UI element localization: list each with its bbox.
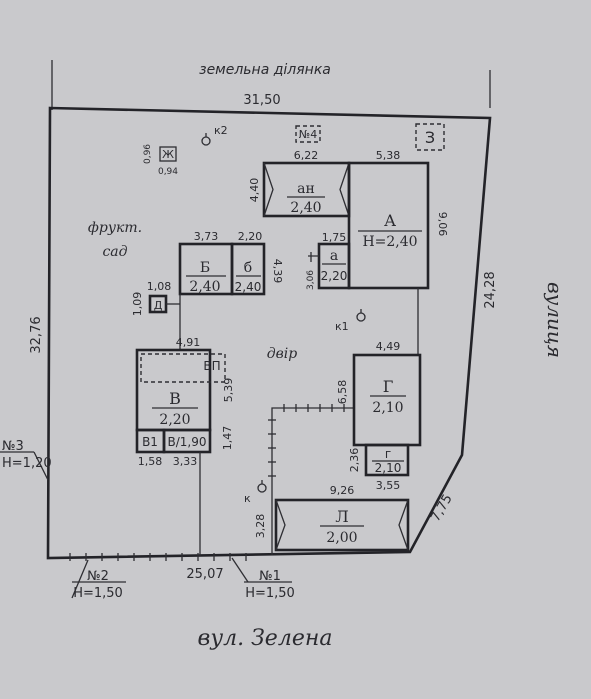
- building-v-name: В: [169, 389, 181, 408]
- building-v-height: 2,20: [159, 412, 190, 428]
- well-k1-icon: [356, 312, 366, 322]
- structure-z: [415, 123, 445, 151]
- well-k1-label: к1: [335, 320, 349, 333]
- building-vb-width: 3,33: [173, 455, 198, 468]
- structure-d-depth: 1,09: [131, 292, 144, 317]
- building-b-small-depth: 4,39: [271, 259, 284, 284]
- building-an-width: 6,22: [294, 149, 319, 162]
- dim-top: 31,50: [243, 93, 280, 108]
- building-an-name: ан: [297, 181, 315, 197]
- building-v-cellar: [140, 353, 226, 383]
- building-an-depth: 4,40: [248, 178, 261, 203]
- gate-2-number: №2: [87, 569, 109, 584]
- building-g-small-name: г: [385, 447, 391, 461]
- building-a-name: А: [384, 211, 396, 230]
- building-an-hatch: [263, 162, 350, 217]
- gate-3-leader: [33, 451, 49, 481]
- building-v-cellar-label: ВП: [203, 359, 220, 373]
- structure-d-width: 1,08: [147, 280, 172, 293]
- building-l-name: Л: [335, 507, 348, 526]
- dim-corner: 7,75: [428, 492, 455, 525]
- gate-2-leader: [71, 559, 89, 599]
- street-fence-ticks: [69, 553, 247, 561]
- building-g-depth: 6,58: [336, 380, 349, 405]
- dim-left: 32,76: [29, 316, 44, 353]
- building-b-small-name: б: [244, 260, 252, 276]
- building-v-depth: 5,39: [222, 378, 235, 403]
- building-b-big-height: 2,40: [189, 279, 220, 295]
- building-g-small-width: 3,55: [376, 479, 401, 492]
- building-vb-name: В/1,90: [168, 435, 207, 449]
- gate-3-number: №3: [2, 439, 24, 454]
- building-l-depth: 3,28: [254, 514, 267, 539]
- top-neighbor-label: земельна ділянка: [199, 62, 331, 78]
- structure-d-label: Д: [154, 299, 163, 312]
- fence-dim-147: 1,47: [221, 426, 234, 451]
- building-b-big-name: Б: [200, 260, 210, 276]
- building-g-small: [364, 443, 410, 477]
- zh-width: 0,94: [158, 167, 178, 177]
- building-a-height: Н=2,40: [362, 234, 417, 250]
- garden-label-2: сад: [102, 244, 127, 260]
- building-vb: [162, 428, 212, 454]
- building-g-name: Г: [383, 377, 394, 396]
- building-l-width: 9,26: [330, 484, 355, 497]
- building-a-width: 5,38: [376, 149, 401, 162]
- building-a-annex-width: 1,75: [322, 231, 347, 244]
- building-b-small: [230, 242, 266, 296]
- building-g-height: 2,10: [372, 400, 403, 416]
- well-k2-label: к2: [214, 124, 228, 137]
- gate-1-leader: [231, 557, 249, 583]
- structure-n4: [295, 125, 321, 143]
- structure-zh-label: Ж: [162, 148, 174, 161]
- gate-1-height: Н=1,50: [245, 586, 295, 601]
- building-v1-width: 1,58: [138, 455, 163, 468]
- building-g-small-depth: 2,36: [348, 448, 361, 473]
- yard-label: двір: [267, 346, 297, 362]
- well-k-label: к: [244, 492, 251, 505]
- building-a-annex-depth: 3,06: [306, 270, 316, 290]
- gate-2-height: Н=1,50: [73, 586, 123, 601]
- building-a-depth: 9,06: [436, 212, 449, 237]
- gate-3-height: Н=1,20: [2, 456, 52, 471]
- building-a-annex-height: 2,20: [321, 269, 348, 283]
- building-l-hatch: [275, 499, 409, 551]
- building-b-small-width: 2,20: [238, 230, 263, 243]
- building-v-width: 4,91: [176, 336, 201, 349]
- building-a-annex: [317, 242, 351, 290]
- building-b-small-height: 2,40: [235, 280, 262, 294]
- building-an-height: 2,40: [290, 200, 321, 216]
- plot-boundary: [46, 106, 492, 560]
- street-label: вул. Зелена: [198, 626, 333, 651]
- gate-1-number: №1: [259, 569, 281, 584]
- garden-label-1: фрукт.: [88, 220, 142, 236]
- street-right-label: вулиця: [543, 282, 567, 358]
- structure-zh: [159, 146, 177, 162]
- building-g-width: 4,49: [376, 340, 401, 353]
- structure-z-label: З: [425, 128, 435, 147]
- structure-n4-label: №4: [299, 128, 317, 141]
- building-b-big-width: 3,73: [194, 230, 219, 243]
- annex-entrance-mark: [308, 252, 319, 262]
- building-a-main: [347, 161, 430, 290]
- well-k2-icon: [201, 136, 211, 146]
- dim-bottom: 25,07: [186, 567, 223, 582]
- building-l-height: 2,00: [326, 530, 357, 546]
- building-g-small-height: 2,10: [375, 461, 402, 475]
- building-v1-name: В1: [142, 435, 158, 449]
- zh-depth: 0,96: [143, 144, 153, 164]
- building-a-annex-name: а: [330, 248, 338, 264]
- building-l: [274, 498, 410, 552]
- fence-ticks: [268, 404, 345, 477]
- fence-inner: [271, 407, 354, 555]
- well-k-icon: [257, 483, 267, 493]
- dim-right: 24,28: [483, 271, 498, 308]
